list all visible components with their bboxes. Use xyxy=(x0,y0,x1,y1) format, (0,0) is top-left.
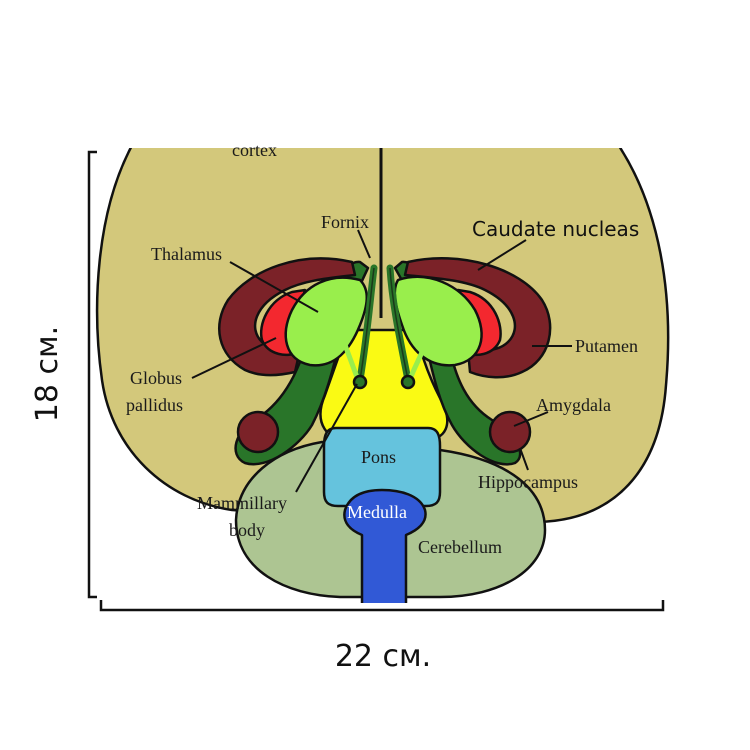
label-mammillary-body-1: Mammillary xyxy=(197,493,287,513)
label-globus-pallidus-1: Globus xyxy=(130,368,182,388)
right-structures xyxy=(386,257,552,466)
label-cortex: cortex xyxy=(232,140,277,160)
label-caudate-nucleas: Caudate nucleas xyxy=(472,217,639,241)
label-putamen: Putamen xyxy=(575,336,638,356)
label-medulla: Medulla xyxy=(347,502,407,522)
height-dimension: 18 см. xyxy=(30,150,97,599)
width-dimension: 22 см. xyxy=(99,600,665,674)
label-amygdala: Amygdala xyxy=(536,395,611,415)
label-globus-pallidus-2: pallidus xyxy=(126,395,183,415)
medulla xyxy=(343,488,427,603)
label-pons: Pons xyxy=(361,447,396,467)
label-hippocampus: Hippocampus xyxy=(478,472,578,492)
left-amygdala xyxy=(236,410,280,454)
label-fornix: Fornix xyxy=(321,212,369,232)
left-caudate xyxy=(218,257,357,377)
right-amygdala xyxy=(488,410,532,454)
left-thalamus xyxy=(284,276,368,367)
height-dimension-label: 18 см. xyxy=(30,326,65,422)
width-dimension-label: 22 см. xyxy=(335,639,431,674)
right-mammillary-body xyxy=(400,374,416,390)
label-cerebellum: Cerebellum xyxy=(418,537,502,557)
right-caudate xyxy=(403,257,552,379)
label-mammillary-body-2: body xyxy=(229,520,265,540)
leader-lines xyxy=(191,229,572,493)
brain-drawing xyxy=(95,148,670,603)
left-structures xyxy=(218,257,378,466)
label-thalamus: Thalamus xyxy=(151,244,222,264)
